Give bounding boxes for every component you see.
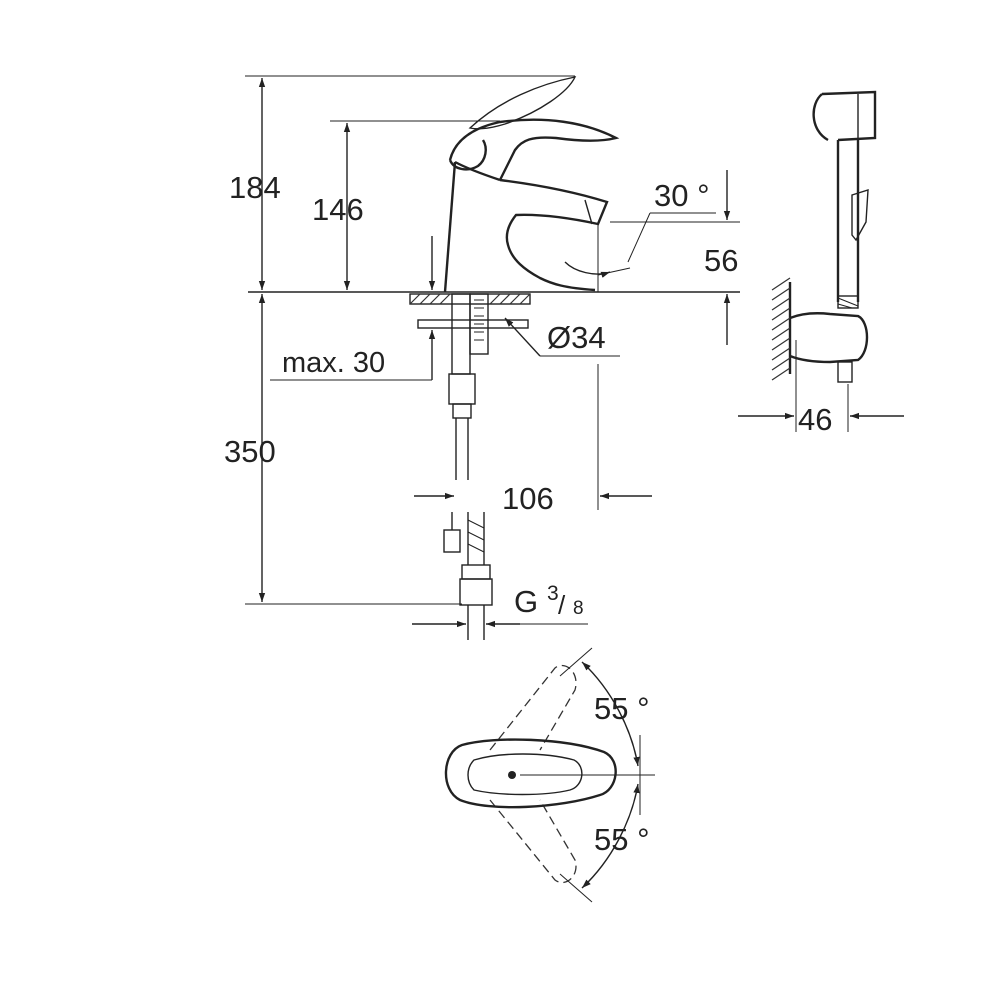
dim-rotation-top: 55 ° [594, 691, 650, 726]
dim-shower-width: 46 [798, 402, 832, 437]
dim-max-thickness: max. 30 [282, 347, 385, 379]
dim-rotation-bottom: 55 ° [594, 822, 650, 857]
dim-hose-length: 350 [224, 434, 276, 469]
dimension-labels: 184 146 30 ° 56 Ø34 max. 30 350 106 G 3 … [224, 170, 832, 857]
faucet-side-view [248, 76, 740, 640]
deck-hatching [409, 293, 531, 305]
dim-hole-diameter: Ø34 [547, 320, 606, 355]
faucet-top-view [444, 647, 655, 903]
wall-hatching [771, 277, 791, 381]
dim-spout-height: 146 [312, 192, 364, 227]
dim-spout-clearance: 56 [704, 243, 738, 278]
dim-spout-reach: 106 [502, 481, 554, 516]
dim-connection-numerator: 3 [547, 582, 559, 605]
dim-connection-denominator: 8 [573, 598, 584, 619]
dim-spout-angle: 30 ° [654, 178, 710, 213]
dim-connection-g: G [514, 584, 538, 619]
dimension-lines [245, 75, 740, 628]
dim-total-height: 184 [229, 170, 281, 205]
hand-shower-view [738, 90, 904, 432]
dim-connection-slash: / [558, 590, 566, 620]
